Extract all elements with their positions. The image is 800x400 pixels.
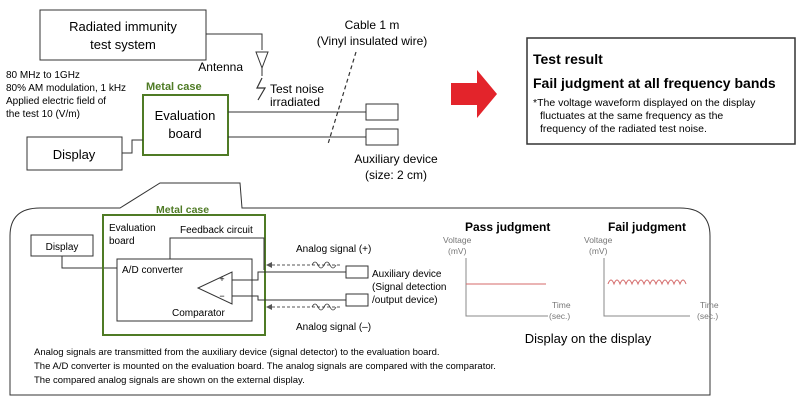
top-diagram: Radiated immunity test system Antenna Te… [6, 9, 438, 182]
auxiliary-device-box-2 [365, 128, 399, 146]
test-noise-lightning-icon [256, 77, 267, 101]
comparator-label: Comparator [172, 308, 225, 319]
analog-plus-arrowhead-icon [266, 262, 272, 268]
pass-judgment-title: Pass judgment [465, 220, 550, 234]
comparator-minus-sign: − [219, 291, 224, 301]
test-condition-2: 80% AM modulation, 1 kHz [6, 83, 126, 94]
evaluation-board-label-2: board [168, 126, 201, 141]
display-label: Display [53, 147, 96, 162]
detail-note-3: The compared analog signals are shown on… [34, 375, 305, 386]
cable-label-2: (Vinyl insulated wire) [317, 34, 428, 48]
detail-note-2: The A/D converter is mounted on the eval… [34, 361, 496, 372]
metal-case-box [142, 94, 229, 156]
radiated-system-box [39, 9, 207, 61]
fail-judgment-text: Fail judgment at all frequency bands [533, 75, 776, 91]
ad-converter-label: A/D converter [122, 265, 184, 276]
pass-voltage-label-2: (mV) [448, 246, 467, 256]
fail-waveform-line [607, 279, 687, 286]
fail-time-label-1: Time [700, 300, 719, 310]
analog-minus-arrowhead-icon [266, 304, 272, 310]
fail-voltage-label-1: Voltage [584, 235, 613, 245]
test-result-box [526, 37, 796, 145]
antenna-icon [255, 51, 269, 70]
detail-evaluation-board-label-2: board [109, 236, 135, 247]
detail-callout: Display Metal case Evaluation board Feed… [9, 182, 719, 396]
display-caption: Display on the display [525, 331, 652, 346]
feedback-circuit-label: Feedback circuit [180, 225, 253, 236]
auxiliary-device-box-1 [365, 103, 399, 121]
detail-aux-device-label-2: (Signal detection [372, 282, 447, 293]
cable-label-1: Cable 1 m [345, 18, 400, 32]
analog-plus-wire [232, 271, 346, 281]
auxiliary-device-label-2: (size: 2 cm) [365, 168, 427, 182]
pass-graph-axes [465, 258, 548, 317]
detail-aux-device-box-1 [345, 265, 369, 279]
test-condition-3: Applied electric field of [6, 96, 106, 107]
test-result-panel: Test result Fail judgment at all frequen… [526, 37, 796, 145]
feedback-circuit-wire [169, 237, 265, 270]
detail-aux-device-label-3: /output device) [372, 295, 438, 306]
metal-case-label: Metal case [146, 81, 202, 93]
result-note-3: frequency of the radiated test noise. [540, 123, 707, 135]
test-result-title: Test result [533, 51, 603, 67]
analog-minus-wire [232, 295, 346, 301]
test-condition-4: the test 10 (V/m) [6, 109, 80, 120]
detail-evaluation-board-label-1: Evaluation [109, 223, 156, 234]
pass-time-label-1: Time [552, 300, 571, 310]
detail-metal-case-label: Metal case [156, 204, 209, 216]
comparator-plus-sign: + [219, 274, 224, 284]
system-antenna-wire [206, 33, 263, 50]
detail-display-label: Display [46, 242, 79, 253]
radiated-system-label-1: Radiated immunity [69, 19, 177, 34]
test-noise-label-2: irradiated [270, 95, 320, 109]
analog-minus-wave-icon [311, 303, 337, 311]
display-wire [122, 139, 143, 154]
comparator-icon [196, 271, 233, 305]
result-note-1: *The voltage waveform displayed on the d… [533, 97, 756, 109]
pass-time-label-2: (sec.) [549, 311, 570, 321]
cable-length-marker [327, 51, 357, 145]
detail-note-1: Analog signals are transmitted from the … [34, 347, 440, 358]
fail-voltage-label-2: (mV) [589, 246, 608, 256]
fail-time-label-2: (sec.) [697, 311, 718, 321]
result-arrow-icon [451, 70, 497, 118]
fail-graph-axes [603, 258, 690, 317]
analog-plus-wave-icon [311, 261, 337, 269]
detail-callout-outline [9, 182, 711, 396]
result-note-2: fluctuates at the same frequency as the [540, 110, 723, 122]
auxiliary-device-label-1: Auxiliary device [354, 152, 438, 166]
pass-voltage-label-1: Voltage [443, 235, 472, 245]
radiated-system-label-2: test system [90, 37, 156, 52]
test-condition-1: 80 MHz to 1GHz [6, 70, 80, 81]
detail-aux-device-box-2 [345, 293, 369, 307]
analog-plus-label: Analog signal (+) [296, 244, 371, 255]
fail-judgment-title: Fail judgment [608, 220, 686, 234]
detail-metal-case-box [102, 214, 266, 336]
analog-minus-label: Analog signal (–) [296, 322, 371, 333]
test-noise-label-1: Test noise [270, 82, 324, 96]
detail-aux-device-label-1: Auxiliary device [372, 269, 442, 280]
evaluation-board-label-1: Evaluation [155, 108, 216, 123]
antenna-label: Antenna [198, 60, 243, 74]
